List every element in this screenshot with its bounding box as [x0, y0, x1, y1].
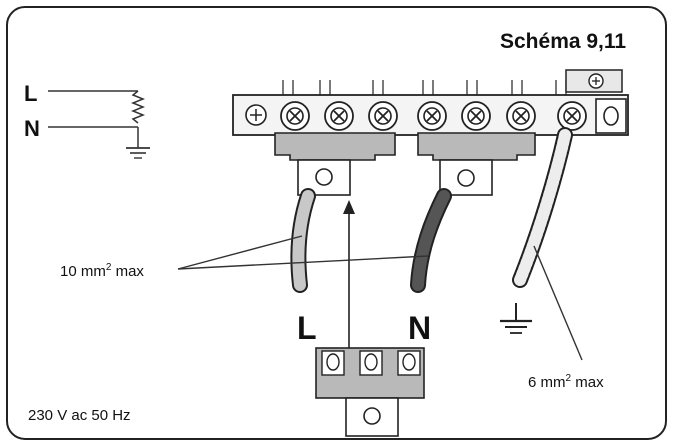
- terminal-block: [232, 69, 629, 196]
- mount-hole-icon: [603, 106, 619, 126]
- phase-label-N: N: [408, 310, 431, 346]
- terminal-screw-icon: [324, 101, 354, 131]
- nut-icon: [457, 169, 475, 187]
- terminal-screw-icon: [557, 101, 587, 131]
- terminal-screw-icon: [506, 101, 536, 131]
- terminal-screw-icon: [461, 101, 491, 131]
- arrow-up-icon: [343, 200, 355, 214]
- supply-symbol: L N: [24, 81, 150, 159]
- earth-icon: [500, 303, 532, 334]
- nut-icon: [363, 407, 381, 425]
- resistor-icon: [130, 90, 146, 124]
- bridge-N: [417, 132, 536, 161]
- symbol-label-L: L: [24, 81, 37, 106]
- terminal-screw-icon: [417, 101, 447, 131]
- terminal-screw-icon: [368, 101, 398, 131]
- nut-icon: [315, 168, 333, 186]
- supply-label: 230 V ac 50 Hz: [28, 407, 131, 424]
- wire-N: [412, 190, 450, 291]
- diagram-title: Schéma 9,11: [500, 30, 626, 53]
- bridge-L: [274, 132, 396, 161]
- symbol-label-N: N: [24, 116, 40, 141]
- wire-size-earth-label: 6 mm2 max: [528, 373, 604, 391]
- wire-earth: [514, 129, 571, 286]
- terminal-screw-icon: [280, 101, 310, 131]
- bridge-accessory: [315, 347, 425, 437]
- phase-label-L: L: [297, 310, 317, 346]
- wire-size-main-label: 10 mm2 max: [60, 262, 144, 280]
